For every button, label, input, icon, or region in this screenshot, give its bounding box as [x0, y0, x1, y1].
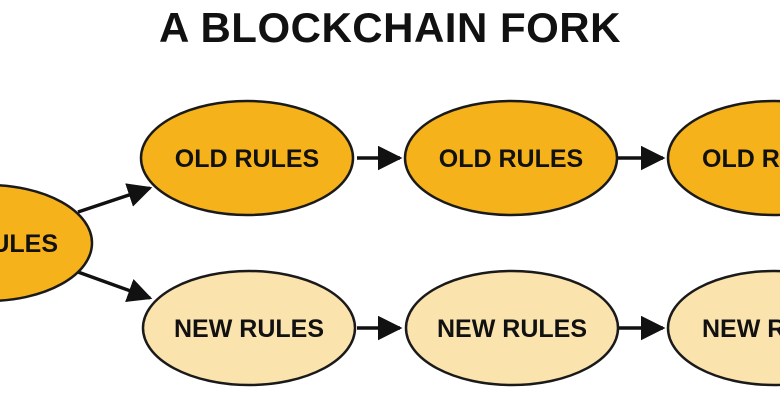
node-origin-label: RULES — [0, 230, 58, 258]
node-origin-shape — [0, 184, 94, 302]
node-old-2-label: OLD RULES — [439, 145, 583, 173]
node-old-3: OLD R — [666, 99, 780, 217]
node-new-1-label: NEW RULES — [174, 315, 324, 343]
node-old-3-label: OLD R — [702, 145, 780, 173]
node-old-1-label: OLD RULES — [175, 145, 319, 173]
node-new-3-shape — [666, 269, 780, 387]
node-old-3-shape — [666, 99, 780, 217]
node-old-2: OLD RULES — [403, 99, 619, 217]
node-new-2: NEW RULES — [404, 269, 620, 387]
node-new-1: NEW RULES — [141, 269, 357, 387]
edges — [77, 145, 666, 341]
node-origin: RULES — [0, 184, 94, 302]
edge-origin-to-new-1 — [77, 270, 153, 303]
node-new-1-shape — [141, 269, 357, 387]
node-old-1-shape — [139, 99, 355, 217]
node-new-3-label: NEW R — [702, 315, 780, 343]
edge-origin-to-old-1 — [77, 183, 153, 214]
diagram-title: A BLOCKCHAIN FORK — [159, 4, 621, 51]
node-old-2-shape — [403, 99, 619, 217]
node-new-3: NEW R — [666, 269, 780, 387]
node-old-1: OLD RULES — [139, 99, 355, 217]
node-new-2-label: NEW RULES — [437, 315, 587, 343]
node-new-2-shape — [404, 269, 620, 387]
